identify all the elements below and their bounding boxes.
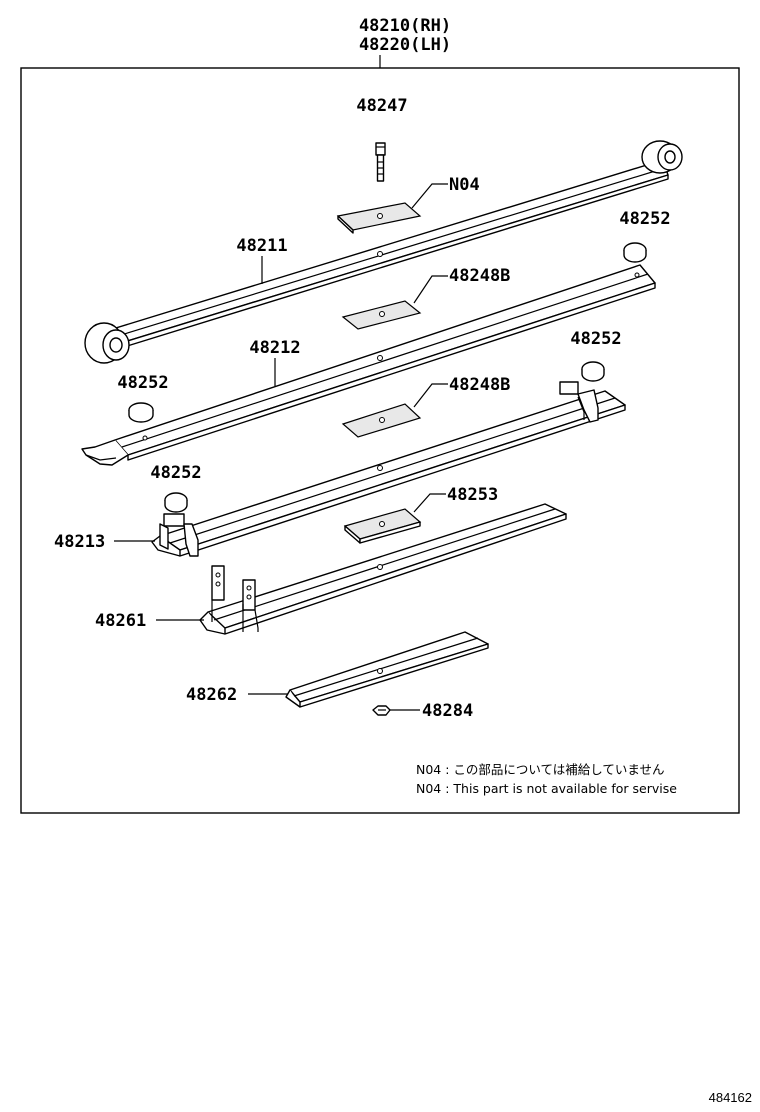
label-48212: 48212 xyxy=(249,338,300,358)
label-48253: 48253 xyxy=(447,485,498,505)
label-48261: 48261 xyxy=(95,611,146,631)
label-48252-c: 48252 xyxy=(570,329,621,349)
label-48252-b: 48252 xyxy=(117,373,168,393)
label-48248b-b: 48248B xyxy=(449,375,510,395)
leader-48248b-a xyxy=(413,275,448,304)
label-48247: 48247 xyxy=(356,96,407,116)
leader-48248b-b xyxy=(413,383,448,408)
third-leaf-48213 xyxy=(151,381,626,557)
label-48248b-a: 48248B xyxy=(449,266,510,286)
spacer-48253 xyxy=(343,508,422,544)
label-48252-a: 48252 xyxy=(619,209,670,229)
label-48252-d: 48252 xyxy=(150,463,201,483)
label-48284: 48284 xyxy=(422,701,473,721)
rebound-pad-a xyxy=(623,242,647,263)
rebound-pad-d xyxy=(164,492,188,513)
second-leaf-48212 xyxy=(81,264,656,466)
n04-plate xyxy=(336,202,422,234)
leaf-liner-48248b-a xyxy=(341,300,422,330)
center-bolt xyxy=(375,142,386,182)
label-n04: N04 xyxy=(449,175,480,195)
fifth-leaf-48262 xyxy=(285,631,489,708)
label-48213: 48213 xyxy=(54,532,105,552)
note-english: N04 : This part is not available for ser… xyxy=(416,781,677,796)
main-leaf-48211 xyxy=(84,140,683,364)
leader-n04 xyxy=(411,183,448,209)
rebound-pad-c xyxy=(581,361,605,382)
rebound-pad-b xyxy=(128,402,154,423)
nut-48284 xyxy=(372,705,391,716)
leaf-liner-48248b-b xyxy=(341,403,422,438)
leader-48253 xyxy=(413,493,446,513)
assembly-number-lh: 48220(LH) xyxy=(359,35,451,55)
fourth-leaf-48261 xyxy=(199,503,567,635)
figure-number: 484162 xyxy=(709,1090,752,1105)
note-japanese: N04 : この部品については補給していません xyxy=(416,762,665,777)
assembly-number-rh: 48210(RH) xyxy=(359,16,451,36)
label-48211: 48211 xyxy=(236,236,287,256)
label-48262: 48262 xyxy=(186,685,237,705)
